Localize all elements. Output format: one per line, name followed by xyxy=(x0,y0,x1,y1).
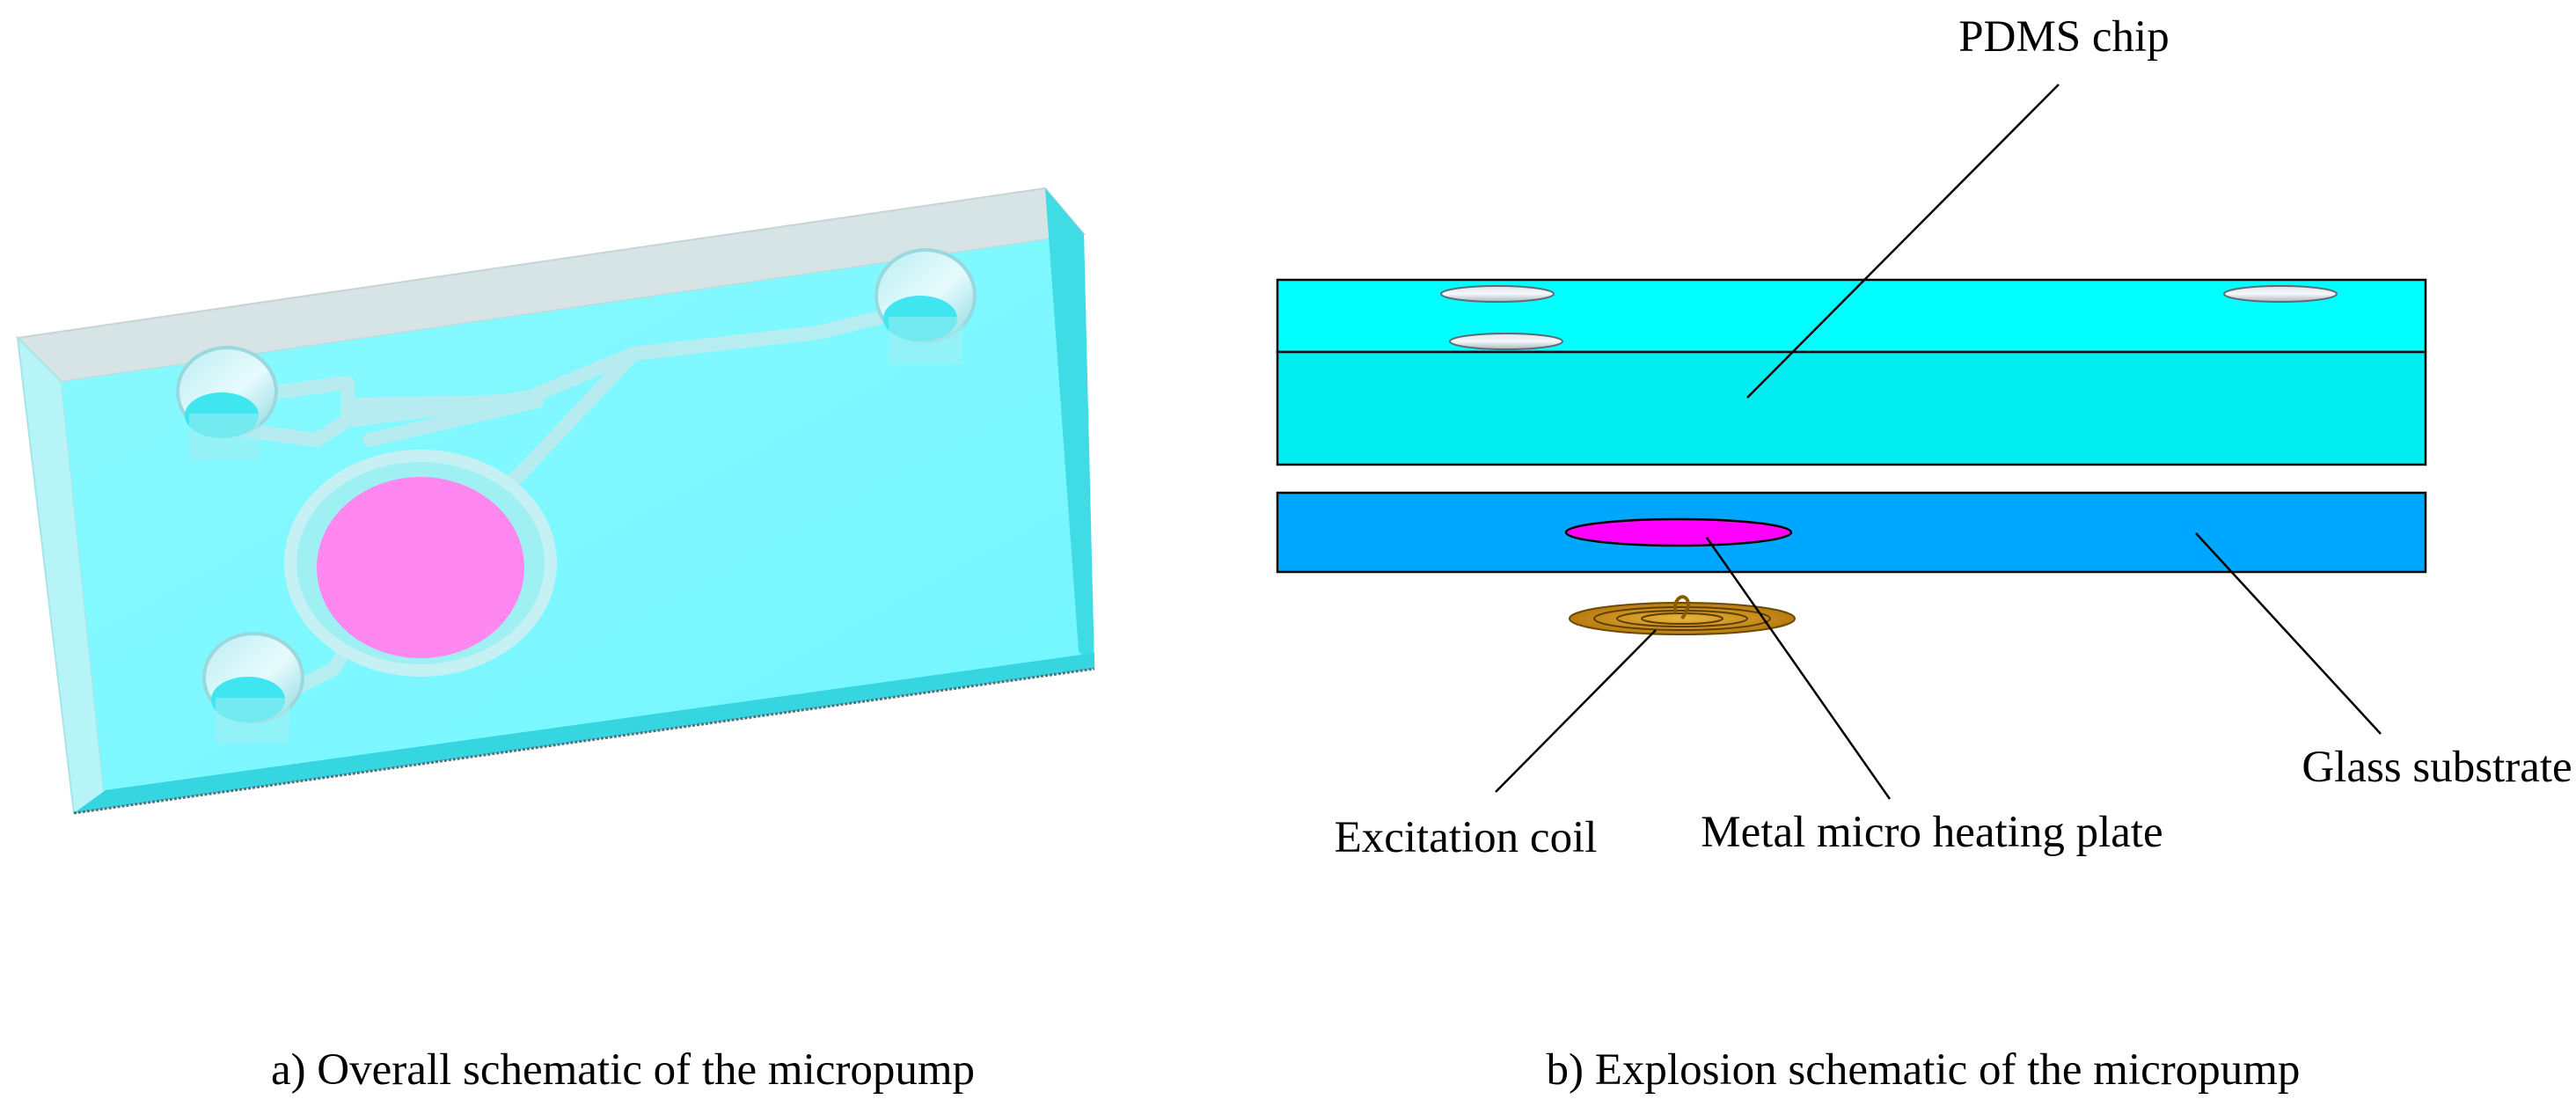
panel-a-caption: a) Overall schematic of the micropump xyxy=(271,1045,975,1095)
panel-b-explosion-schematic: PDMS chip Glass substrate Excitation coi… xyxy=(1276,12,2572,1095)
pdms-body-layer xyxy=(1276,350,2427,466)
label-excitation-coil: Excitation coil xyxy=(1335,813,1598,862)
label-glass-substrate: Glass substrate xyxy=(2302,743,2572,792)
port-hole-icon xyxy=(875,248,977,364)
chip-front-face xyxy=(62,234,1094,808)
port-hole-icon xyxy=(202,632,304,744)
port-hole-icon xyxy=(176,346,278,459)
port-disc xyxy=(1440,285,1555,303)
port-disc xyxy=(2223,285,2338,303)
pump-chamber-heating-plate xyxy=(317,477,524,658)
panel-b-caption: b) Explosion schematic of the micropump xyxy=(1547,1045,2301,1095)
chip-right-edge xyxy=(1045,188,1094,669)
callout-leader-lines xyxy=(1495,84,2382,800)
chip-bottom-shadow xyxy=(73,667,1095,815)
metal-micro-heating-plate xyxy=(1564,517,1793,547)
port-disc xyxy=(1449,333,1563,350)
glass-substrate xyxy=(1276,491,2427,574)
label-pdms-chip: PDMS chip xyxy=(1958,12,2169,62)
spiral-coil-icon xyxy=(1569,595,1796,635)
chip-bottom-edge xyxy=(74,653,1094,813)
label-metal-micro-heating-plate: Metal micro heating plate xyxy=(1701,808,2163,857)
panel-a-overall-schematic: a) Overall schematic of the micropump xyxy=(15,187,1095,1095)
